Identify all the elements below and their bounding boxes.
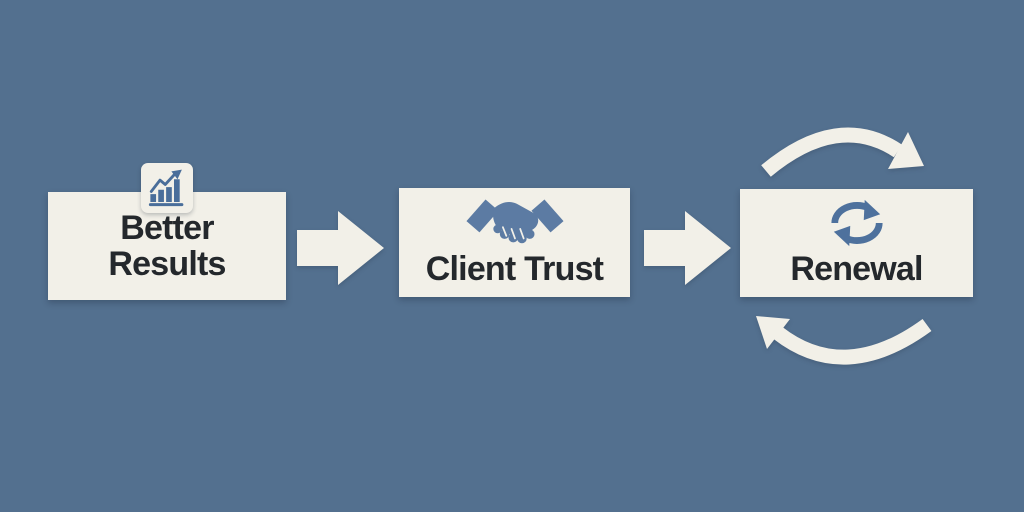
step-label-client-trust: Client Trust xyxy=(425,250,604,288)
cycle-arrows-icon xyxy=(756,127,932,365)
step-box-renewal: Renewal xyxy=(740,189,973,297)
step-label-better-results: Better Results xyxy=(108,208,226,283)
step-box-client-trust: Client Trust xyxy=(399,188,630,297)
right-arrow-icon xyxy=(644,211,731,285)
right-arrow-icon xyxy=(297,211,384,285)
refresh-cycle-icon xyxy=(822,195,892,251)
step-label-renewal: Renewal xyxy=(790,250,923,288)
handshake-icon xyxy=(463,193,567,251)
bar-chart-icon xyxy=(141,163,193,213)
